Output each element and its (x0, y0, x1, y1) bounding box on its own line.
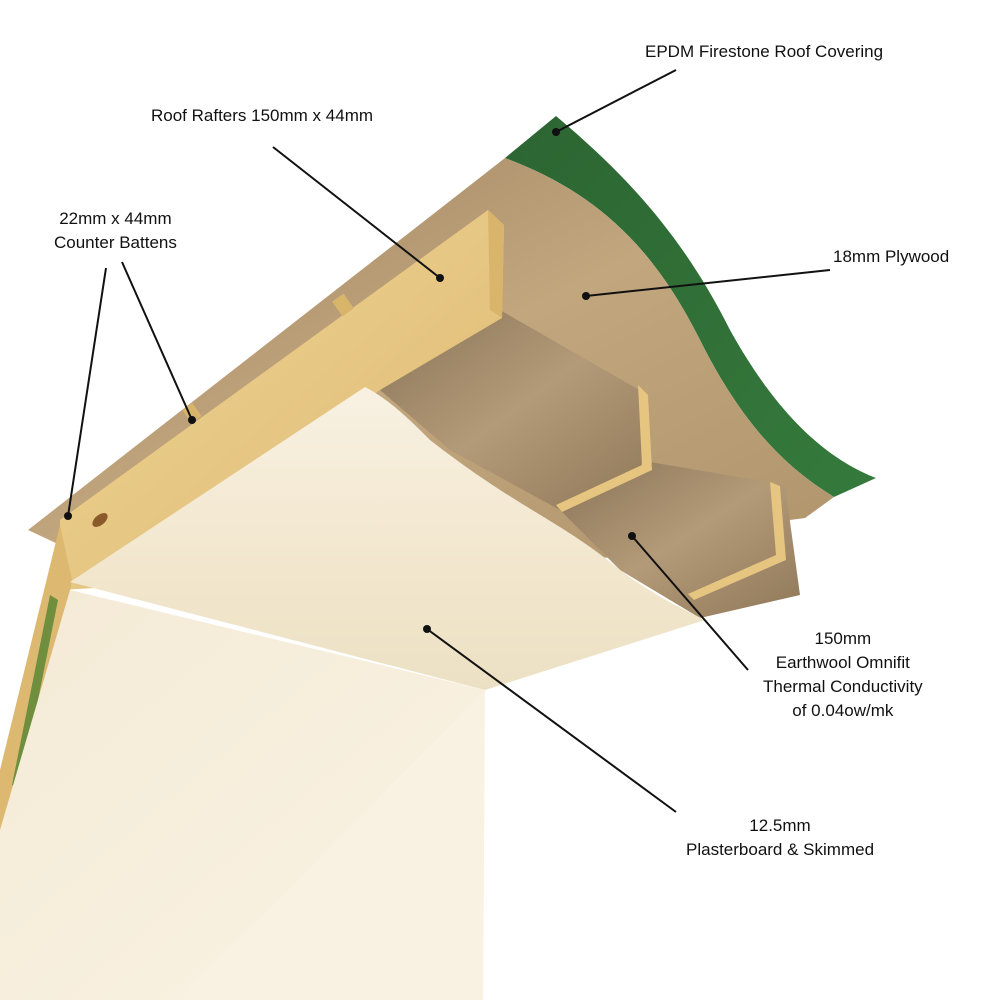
label-line: Thermal Conductivity (763, 677, 923, 696)
label-plasterboard: 12.5mm Plasterboard & Skimmed (686, 814, 874, 862)
label-line: 12.5mm (749, 816, 811, 835)
roof-rafter (60, 210, 504, 590)
plasterboard-wall-shadow (180, 690, 485, 1000)
wood-knot (92, 513, 108, 527)
plasterboard-ceiling (70, 387, 705, 690)
label-line: 150mm (814, 629, 872, 648)
label-line: 22mm x 44mm (59, 209, 172, 228)
label-insulation: 150mm Earthwool Omnifit Thermal Conducti… (763, 627, 923, 723)
epdm-roof-covering (505, 116, 876, 497)
label-roof-rafters: Roof Rafters 150mm x 44mm (151, 104, 373, 128)
label-line: Roof Rafters 150mm x 44mm (151, 106, 374, 125)
rafter-strip-1 (556, 385, 652, 512)
label-line: EPDM Firestone Roof Covering (645, 42, 884, 61)
label-line: Counter Battens (54, 233, 177, 252)
label-epdm-roof-covering: EPDM Firestone Roof Covering (645, 40, 883, 64)
wall-stud-inner (12, 595, 58, 790)
roof-rafter-end (488, 210, 504, 318)
label-plywood: 18mm Plywood (833, 245, 949, 269)
leader-lines (64, 69, 831, 813)
label-line: 18mm Plywood (833, 247, 950, 266)
insulation-upper (380, 310, 648, 510)
label-line: Plasterboard & Skimmed (686, 840, 875, 859)
label-line: of 0.04ow/mk (792, 701, 894, 720)
counter-batten-notch-1 (332, 293, 354, 317)
label-line: Earthwool Omnifit (775, 653, 910, 672)
rafter-strip-2 (688, 482, 786, 600)
label-counter-battens: 22mm x 44mm Counter Battens (54, 207, 177, 255)
